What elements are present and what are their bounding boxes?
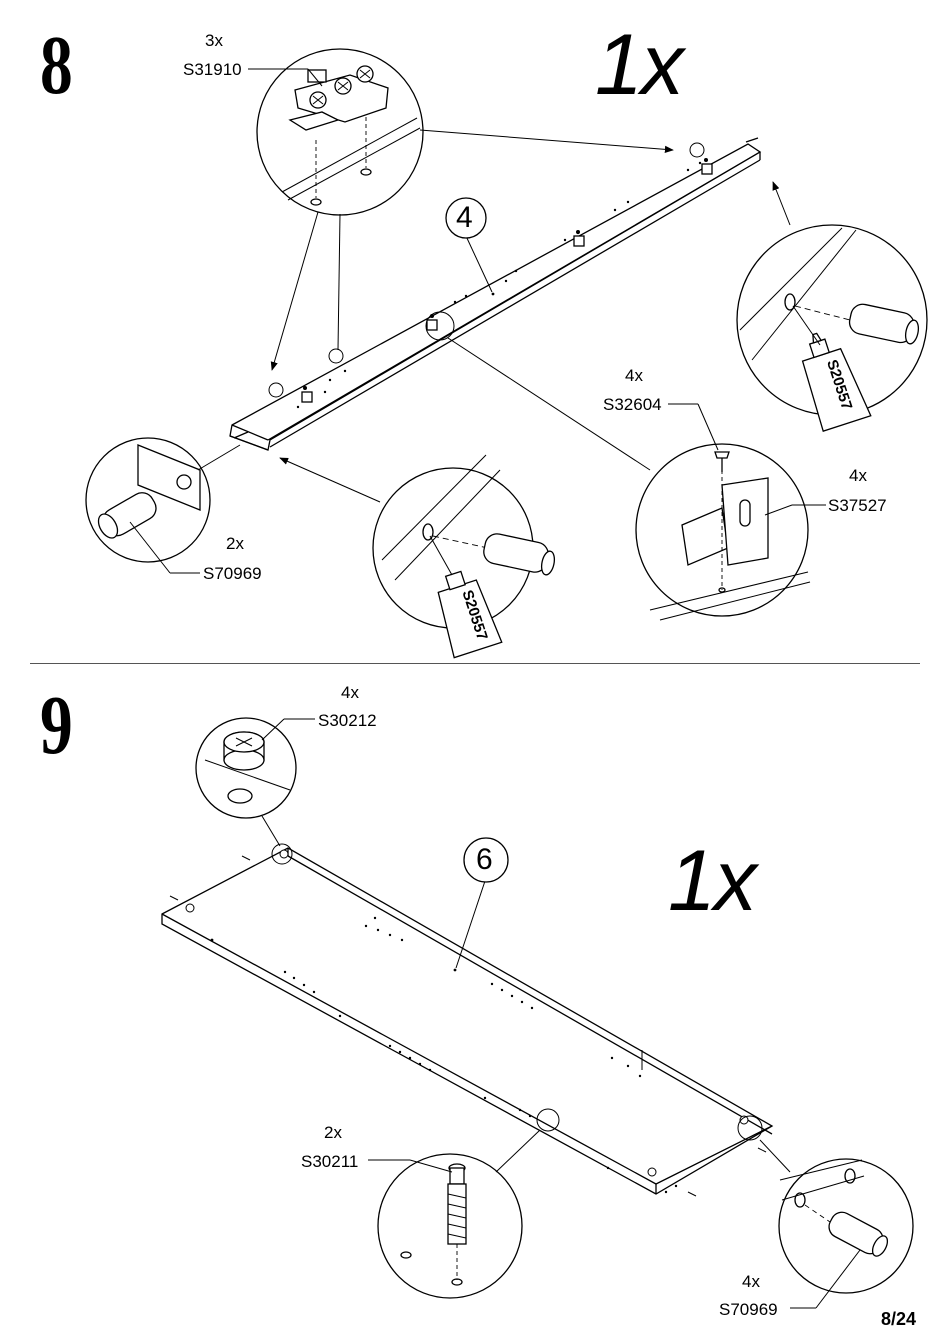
step9-quantity: 1x bbox=[668, 833, 757, 929]
hinge-detail-circle bbox=[256, 48, 424, 216]
dowel-code-step9: S70969 bbox=[719, 1300, 778, 1319]
hinge-plate-code: S31910 bbox=[183, 60, 242, 79]
hinge-plate-qty: 3x bbox=[205, 31, 223, 50]
step8-number: 8 bbox=[40, 19, 73, 112]
step-divider bbox=[30, 663, 920, 664]
screw-code: S32604 bbox=[603, 395, 662, 414]
cam-lock-qty: 4x bbox=[341, 683, 359, 702]
step8-part-marker bbox=[445, 197, 487, 239]
cam-lock-circle bbox=[195, 717, 297, 819]
dowel-qty-step8: 2x bbox=[226, 534, 244, 553]
step8-board bbox=[229, 137, 762, 451]
bracket-qty: 4x bbox=[849, 466, 867, 485]
bracket-detail-circle bbox=[635, 443, 811, 621]
dowel-glue-circle-middle: S20557 bbox=[372, 454, 556, 659]
step9-part-number: 6 bbox=[476, 843, 493, 876]
dowel-glue-circle-right: S20557 bbox=[736, 224, 928, 432]
dowel-circle-left bbox=[85, 437, 211, 563]
dowel-circle-step9 bbox=[778, 1158, 914, 1294]
step9-part-marker bbox=[463, 837, 509, 883]
dowel-qty-step9: 4x bbox=[742, 1272, 760, 1291]
cam-lock-code: S30212 bbox=[318, 711, 377, 730]
bracket-code: S37527 bbox=[828, 496, 887, 515]
cam-bolt-circle bbox=[377, 1153, 523, 1299]
step9-number: 9 bbox=[40, 679, 73, 772]
dowel-code-step8: S70969 bbox=[203, 564, 262, 583]
step8-part-number: 4 bbox=[456, 201, 473, 234]
step8-quantity: 1x bbox=[595, 17, 684, 113]
step9-panel bbox=[161, 847, 774, 1197]
page-number: 8/24 bbox=[880, 1309, 916, 1329]
cam-bolt-qty: 2x bbox=[324, 1123, 342, 1142]
cam-bolt-code: S30211 bbox=[301, 1152, 359, 1171]
screw-qty: 4x bbox=[625, 366, 643, 385]
